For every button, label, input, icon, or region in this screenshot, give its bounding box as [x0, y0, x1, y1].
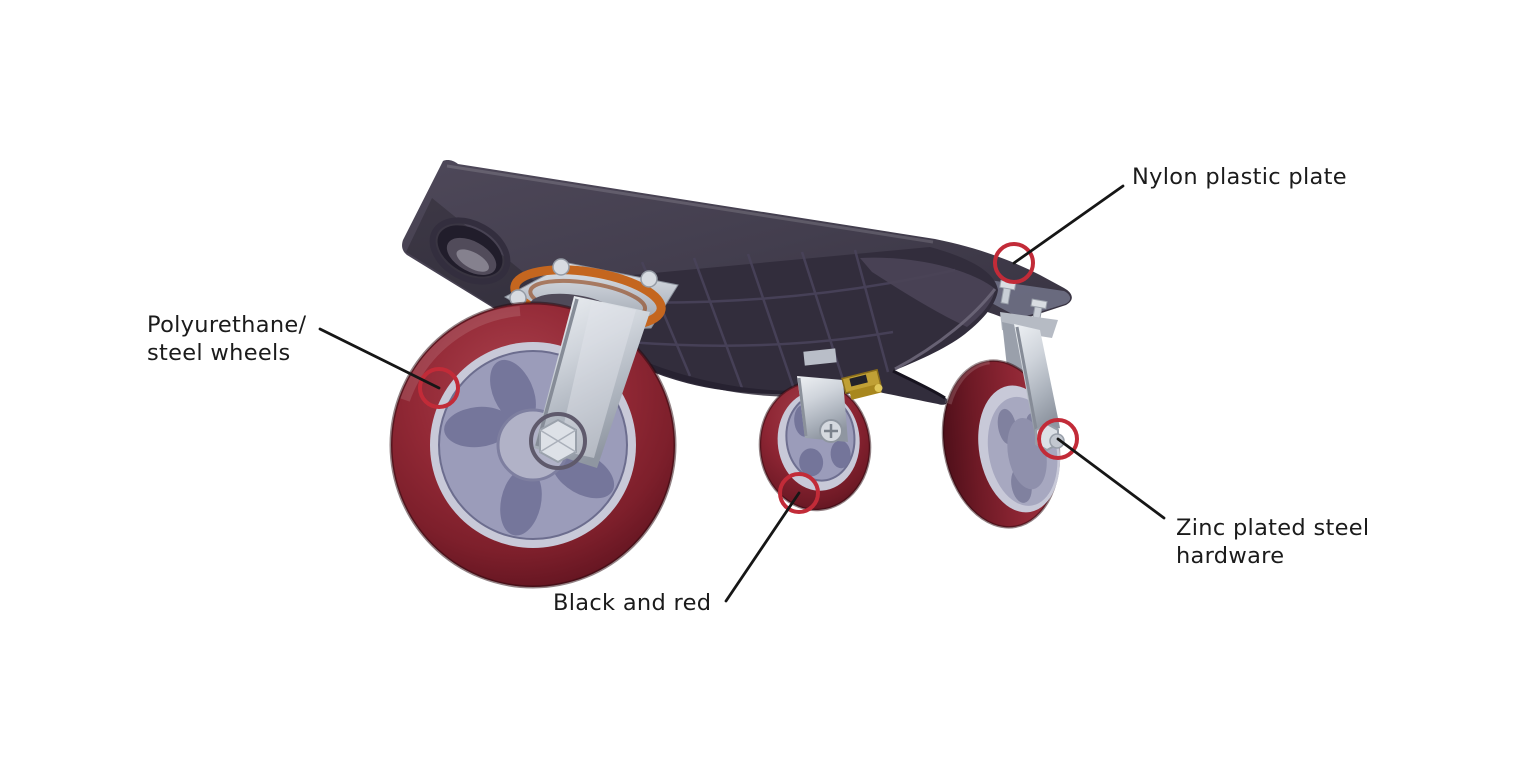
leader-zinc-hardware [1056, 437, 1166, 520]
leader-lines [318, 184, 1166, 603]
annotations [318, 184, 1166, 603]
right-axle-washer [1049, 433, 1065, 449]
right-fork-edge [1015, 326, 1039, 435]
front-caster-fork [529, 296, 650, 470]
saddle-lip-shadow [892, 369, 946, 400]
ring-zinc-hardware [1037, 418, 1079, 460]
right-caster [941, 279, 1065, 529]
callout-label-black-and-red: Black and red [553, 590, 712, 616]
callout-label-polyurethane-wheels: Polyurethane/ steel wheels [147, 312, 307, 366]
ring-black-and-red [778, 472, 820, 514]
big-fork-sheen [558, 301, 636, 458]
handle-cutout [429, 217, 511, 285]
tread-highlight [400, 306, 521, 402]
brass-swivel-clamp [841, 368, 883, 400]
axle-boss-ring [529, 412, 587, 470]
saddle-rim-light [894, 288, 997, 371]
leader-nylon-plate [1012, 184, 1125, 265]
ring-nylon-plate [993, 242, 1035, 284]
leader-polyurethane-wheel [318, 327, 441, 390]
callout-label-zinc-hardware: Zinc plated steel hardware [1176, 515, 1370, 569]
hex-facets [539, 429, 577, 453]
middle-swivel-stem [803, 348, 837, 366]
middle-fork-edge [797, 377, 808, 437]
callout-label-nylon-plate: Nylon plastic plate [1132, 164, 1347, 190]
plate-top-highlight [446, 164, 934, 244]
ring-polyurethane-wheel [418, 367, 460, 409]
leader-black-and-red [724, 491, 801, 603]
right-fork-front-arm [1014, 324, 1060, 437]
big-fork-edge [535, 298, 579, 447]
screw-cross [824, 424, 838, 438]
saddle-highlight [860, 257, 995, 327]
annotation-rings [418, 242, 1079, 514]
